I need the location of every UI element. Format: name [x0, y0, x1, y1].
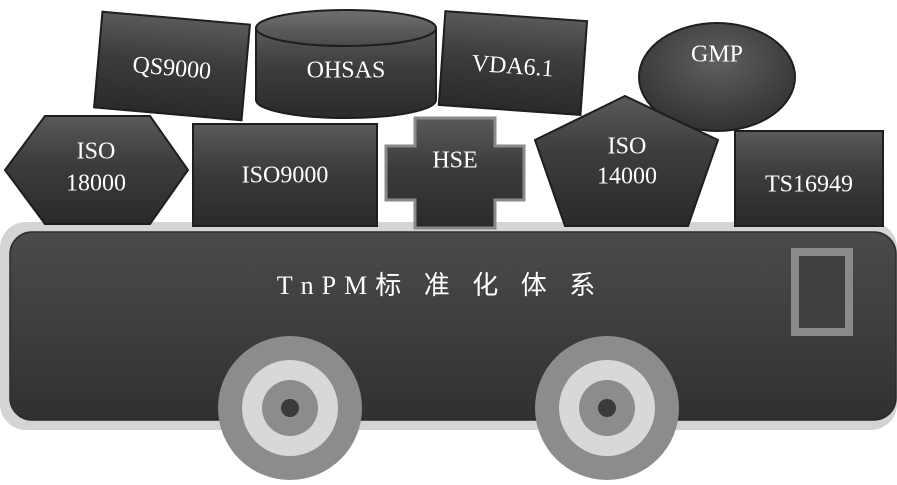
bus-window-glass — [799, 256, 845, 328]
iso18000-label-line1: ISO — [77, 139, 116, 165]
iso9000-label: ISO9000 — [242, 163, 329, 189]
hse-cross: HSE — [386, 118, 524, 228]
ts16949-label: TS16949 — [765, 172, 853, 198]
vda-box: VDA6.1 — [439, 11, 587, 115]
iso18000-label-line2: 18000 — [66, 171, 126, 197]
ts16949-box: TS16949 — [735, 131, 883, 226]
iso18000-hexagon: ISO 18000 — [5, 116, 188, 224]
ohsas-cylinder: OHSAS — [256, 10, 436, 118]
ohsas-label: OHSAS — [307, 58, 386, 84]
iso14000-label-line1: ISO — [608, 134, 647, 160]
hse-label: HSE — [432, 148, 477, 174]
wheel-right — [535, 336, 679, 480]
bus-body — [10, 232, 896, 420]
wheel-left — [218, 336, 362, 480]
bus-title: TnPM标 准 化 体 系 — [277, 271, 603, 300]
gmp-label: GMP — [691, 42, 743, 68]
qs9000-box: QS9000 — [94, 12, 250, 121]
iso9000-box: ISO9000 — [193, 124, 377, 226]
iso14000-label-line2: 14000 — [597, 164, 657, 190]
